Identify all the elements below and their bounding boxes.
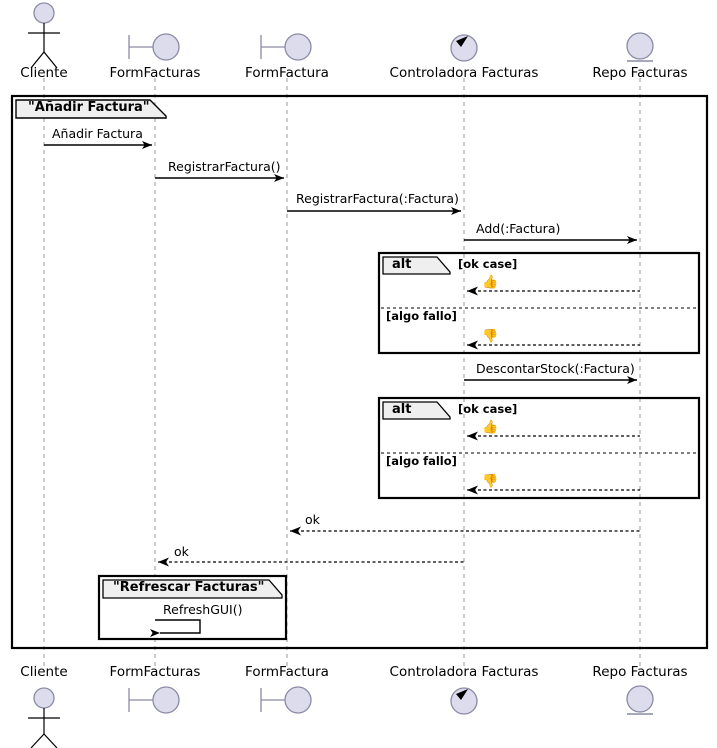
message-label-registrarfactura-factura: RegistrarFactura(:Factura) [296, 191, 459, 206]
alt-fragment-2 [377, 396, 701, 500]
participant-label-repo-top: Repo Facturas [592, 65, 688, 81]
outer-fragment-title: "Añadir Factura" [28, 100, 150, 115]
boundary-icon-formfactura-bottom [260, 686, 312, 714]
alt-1-guard-ok: [ok case] [458, 257, 518, 271]
participant-label-formfacturas-bottom: FormFacturas [109, 664, 201, 680]
thumbs-down-icon-1: 👎 [482, 329, 499, 344]
message-label-registrarfactura: RegistrarFactura() [168, 159, 281, 174]
thumbs-down-icon-2: 👎 [482, 474, 499, 489]
actor-stick-figure-icon-top [28, 2, 60, 69]
participant-label-cliente-top: Cliente [20, 65, 68, 81]
outer-fragment-frame [10, 94, 709, 650]
alt-1-label: alt [392, 257, 412, 272]
control-icon-controladora-bottom [450, 687, 478, 715]
participant-label-cliente-bottom: Cliente [20, 664, 68, 680]
actor-stick-figure-icon-bottom [28, 687, 60, 748]
alt-2-guard-fail: [algo fallo] [386, 454, 457, 468]
control-icon-controladora-top [450, 34, 478, 62]
thumbs-up-icon-2: 👍 [482, 420, 499, 435]
participant-label-repo-bottom: Repo Facturas [592, 664, 688, 680]
message-label-add-factura: Add(:Factura) [476, 221, 561, 236]
alt-fragment-1 [377, 251, 701, 355]
inner-fragment-refrescar [97, 574, 288, 641]
self-message-loop [150, 619, 201, 637]
boundary-icon-formfacturas-top [128, 33, 180, 61]
alt-2-label: alt [392, 402, 412, 417]
inner-fragment-title: "Refrescar Facturas" [113, 580, 265, 595]
return-arrows [158, 526, 640, 567]
message-label-ok-controladora: ok [305, 512, 320, 527]
message-label-descontarstock: DescontarStock(:Factura) [476, 361, 635, 376]
participant-label-formfactura-top: FormFactura [245, 65, 329, 81]
boundary-icon-formfacturas-bottom [128, 686, 180, 714]
participant-label-formfactura-bottom: FormFactura [245, 664, 329, 680]
lifelines [43, 78, 641, 670]
alt-2-guard-ok: [ok case] [458, 402, 518, 416]
self-message-label-refreshgui: RefreshGUI() [163, 602, 243, 617]
message-arrows [44, 141, 637, 384]
participant-label-formfacturas-top: FormFacturas [109, 65, 201, 81]
thumbs-up-icon-1: 👍 [482, 275, 499, 290]
message-label-anadir-factura: Añadir Factura [52, 126, 143, 141]
boundary-icon-formfactura-top [260, 33, 312, 61]
message-label-ok-formfacturas: ok [174, 544, 189, 559]
entity-icon-repo-bottom [626, 685, 654, 715]
alt-1-guard-fail: [algo fallo] [386, 309, 457, 323]
participant-label-controladora-bottom: Controladora Facturas [389, 664, 539, 680]
entity-icon-repo-top [626, 32, 654, 62]
participant-label-controladora-top: Controladora Facturas [389, 65, 539, 81]
